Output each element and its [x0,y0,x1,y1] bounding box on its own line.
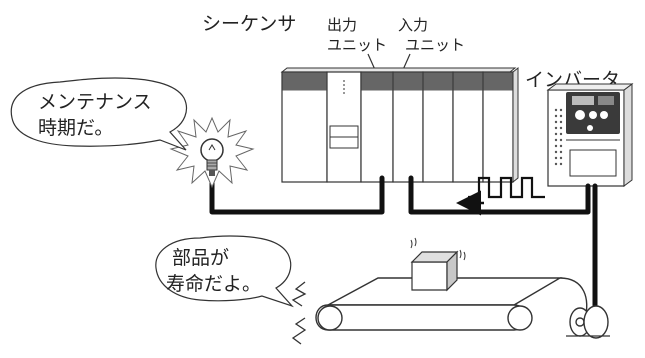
pulse-signal-icon [468,176,545,199]
maintenance-text-line1: メンテナンス [38,91,152,113]
conveyor-belt [315,277,610,339]
plc-sequencer [280,66,519,184]
box-icon [410,250,459,292]
noise-mark-bottom [291,317,307,345]
sequencer-label: シーケンサ [202,13,296,35]
cable-input-to-inverter [408,175,591,215]
lifespan-text-line2: 寿命だよ。 [166,273,261,295]
light-bulb-icon [200,138,224,176]
lifespan-text-line1: 部品が [172,247,229,269]
maintenance-text-line2: 時期だ。 [38,117,113,139]
cable-bulb-to-output [209,175,385,215]
input-unit-label-line2: ユニット [405,36,465,54]
lifespan-speech-bubble [155,235,294,308]
input-unit-label-line1: 入力 [398,16,428,34]
vibration-marks [410,237,466,261]
maintenance-speech-bubble [10,77,188,151]
output-unit-label-line1: 出力 [327,16,357,34]
noise-mark-top [291,281,307,307]
output-unit-label-line2: ユニット [327,36,387,54]
inverter-unit [546,83,634,187]
